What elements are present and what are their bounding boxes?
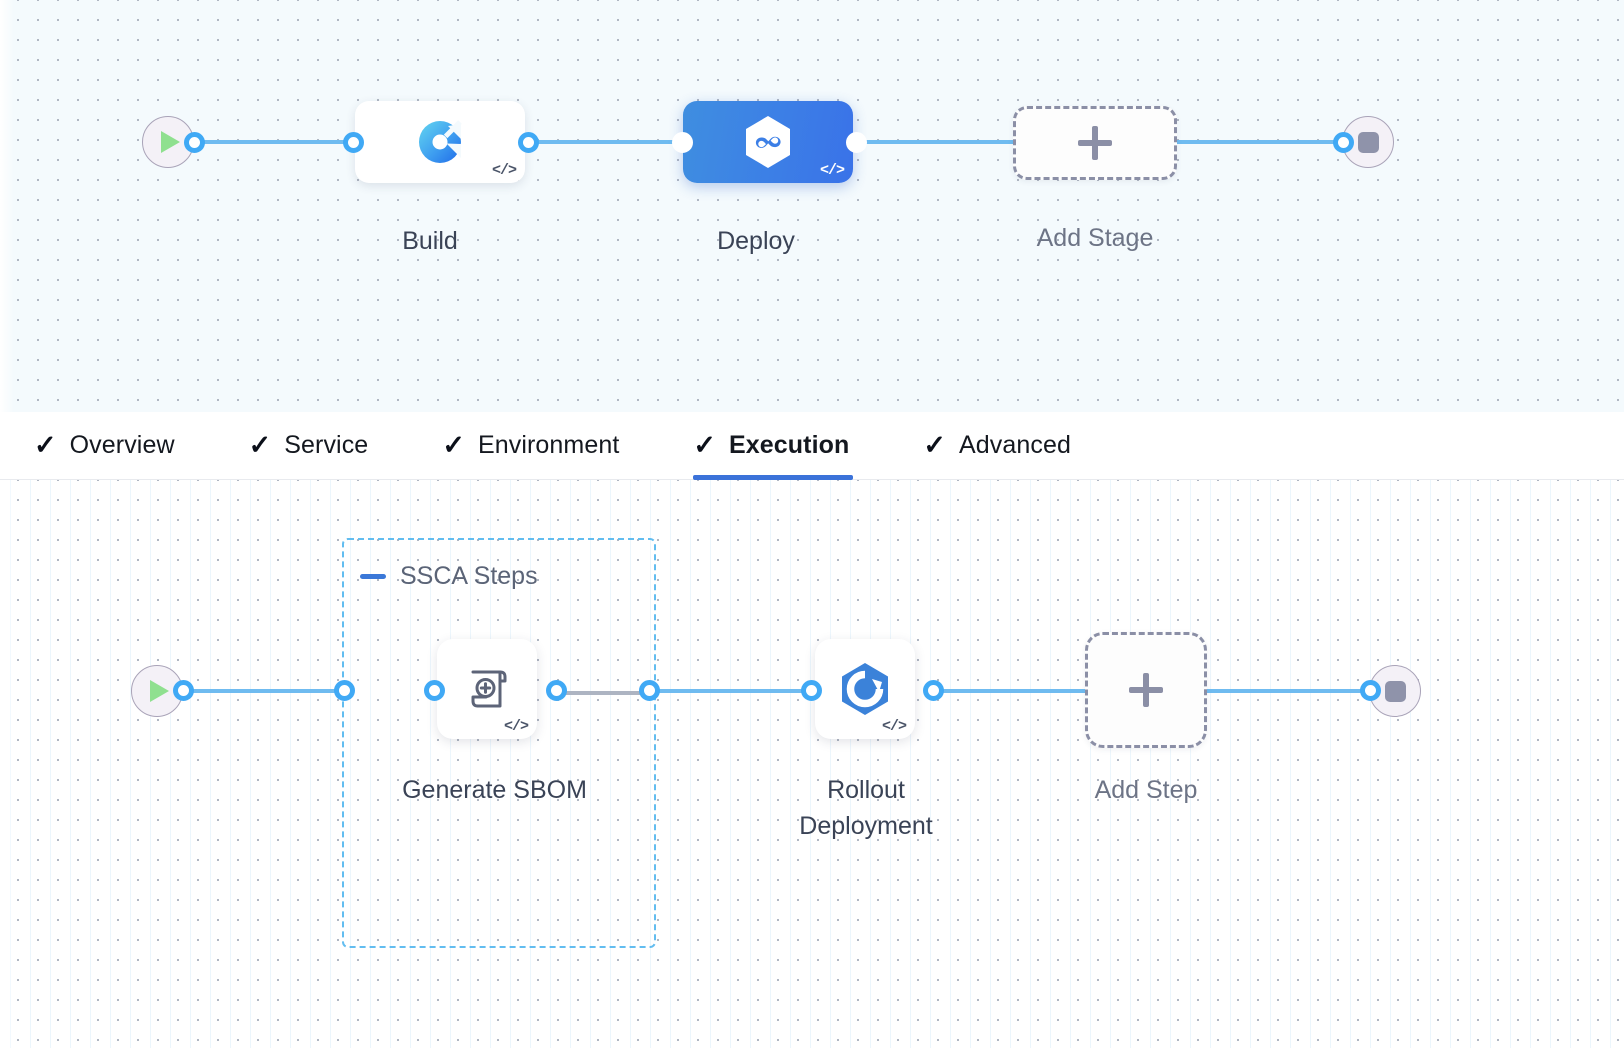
code-icon[interactable]: </> bbox=[491, 162, 517, 179]
tab-environment[interactable]: ✓ Environment bbox=[442, 412, 619, 480]
connector-start-to-build bbox=[190, 140, 360, 144]
stage-label-build: Build bbox=[402, 227, 458, 255]
check-icon: ✓ bbox=[923, 430, 947, 460]
step-label-line2: Deployment bbox=[799, 811, 933, 840]
connector-build-to-deploy bbox=[515, 140, 695, 144]
step-sbom-out-port[interactable] bbox=[546, 680, 567, 701]
connector-start-to-group bbox=[178, 689, 348, 693]
tab-overview[interactable]: ✓ Overview bbox=[34, 412, 175, 480]
stage-start-port[interactable] bbox=[184, 132, 205, 153]
step-group-exit-port[interactable] bbox=[639, 680, 660, 701]
step-group-title: SSCA Steps bbox=[400, 562, 538, 590]
stage-graph-canvas[interactable]: </> Build </> Deploy Add Stage bbox=[0, 0, 1624, 412]
stage-deploy-in-port[interactable] bbox=[672, 132, 693, 153]
tab-label-environment: Environment bbox=[477, 431, 620, 459]
code-icon[interactable]: </> bbox=[819, 162, 845, 179]
minus-icon[interactable] bbox=[360, 574, 386, 579]
stage-config-tabs: ✓ Overview ✓ Service ✓ Environment ✓ Exe… bbox=[0, 412, 1624, 480]
step-card-generate-sbom[interactable]: </> bbox=[437, 639, 537, 739]
build-gradient-icon bbox=[416, 118, 464, 166]
stage-deploy-out-port[interactable] bbox=[846, 132, 867, 153]
stage-card-build[interactable]: </> bbox=[355, 101, 525, 183]
stage-label-deploy: Deploy bbox=[717, 227, 795, 255]
step-group-entry-port[interactable] bbox=[334, 680, 355, 701]
add-step-label: Add Step bbox=[1094, 776, 1198, 804]
step-start-port[interactable] bbox=[173, 680, 194, 701]
step-label-line1: Rollout bbox=[827, 776, 905, 804]
code-icon[interactable]: </> bbox=[881, 718, 907, 735]
play-icon bbox=[150, 680, 169, 702]
tab-execution[interactable]: ✓ Execution bbox=[693, 412, 854, 480]
rollout-hexagon-arrow-icon bbox=[836, 660, 894, 718]
step-start-node[interactable] bbox=[131, 665, 183, 717]
step-sbom-in-port[interactable] bbox=[424, 680, 445, 701]
step-rollout-in-port[interactable] bbox=[801, 680, 822, 701]
check-icon: ✓ bbox=[248, 430, 272, 460]
stage-card-deploy[interactable]: </> bbox=[683, 101, 853, 183]
connector-sbom-to-group-out bbox=[550, 691, 655, 695]
plus-icon bbox=[1078, 126, 1112, 160]
connector-add-stage-to-end bbox=[1160, 140, 1360, 144]
step-card-rollout-deployment[interactable]: </> bbox=[815, 639, 915, 739]
stage-build-in-port[interactable] bbox=[343, 132, 364, 153]
step-rollout-out-port[interactable] bbox=[923, 680, 944, 701]
connector-group-to-rollout bbox=[645, 689, 820, 693]
plus-icon bbox=[1129, 673, 1163, 707]
tab-label-overview: Overview bbox=[69, 431, 175, 459]
stop-icon bbox=[1384, 680, 1406, 702]
tab-label-service: Service bbox=[284, 431, 369, 459]
connector-deploy-to-add-stage bbox=[840, 140, 1030, 144]
check-icon: ✓ bbox=[34, 430, 57, 460]
step-end-port[interactable] bbox=[1360, 680, 1381, 701]
add-stage-label: Add Stage bbox=[1036, 224, 1154, 252]
stage-build-out-port[interactable] bbox=[518, 132, 539, 153]
check-icon: ✓ bbox=[693, 430, 717, 460]
tab-advanced[interactable]: ✓ Advanced bbox=[923, 412, 1071, 480]
add-step-button[interactable] bbox=[1085, 632, 1207, 748]
stage-end-port[interactable] bbox=[1333, 132, 1354, 153]
sbom-scroll-plus-icon bbox=[459, 661, 515, 717]
step-label-generate-sbom: Generate SBOM bbox=[402, 776, 587, 804]
stop-icon bbox=[1357, 131, 1379, 153]
tab-label-advanced: Advanced bbox=[959, 431, 1072, 459]
connector-rollout-to-add-step bbox=[925, 689, 1090, 693]
step-group-ssca[interactable] bbox=[342, 538, 656, 948]
step-group-header[interactable]: SSCA Steps bbox=[360, 562, 538, 591]
harness-hexagon-infinity-icon bbox=[742, 114, 794, 170]
execution-graph-canvas[interactable]: SSCA Steps </> bbox=[0, 480, 1624, 1048]
check-icon: ✓ bbox=[442, 430, 465, 460]
code-icon[interactable]: </> bbox=[503, 718, 529, 735]
connector-add-step-to-end bbox=[1205, 689, 1375, 693]
add-stage-button[interactable] bbox=[1013, 106, 1177, 180]
play-icon bbox=[161, 131, 180, 153]
tab-service[interactable]: ✓ Service bbox=[249, 412, 369, 480]
tab-label-execution: Execution bbox=[729, 431, 850, 459]
